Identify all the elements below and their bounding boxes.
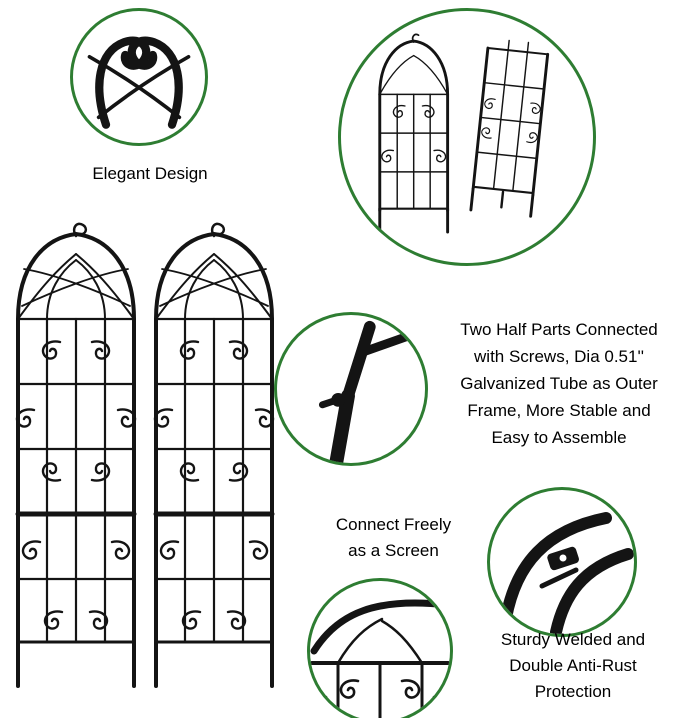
- elegant-design-callout-circle: [70, 8, 208, 146]
- trellis-pair-callout-circle: [338, 8, 596, 266]
- connect-freely-text: Connect Freely as a Screen: [335, 515, 452, 560]
- screw-knob: [331, 392, 346, 407]
- sturdy-welded-text: Sturdy Welded and Double Anti-Rust Prote…: [500, 630, 646, 701]
- screw-connection-callout-circle: [274, 312, 428, 466]
- arched-mini-trellis: [378, 33, 450, 234]
- trellis-pair-icon: [378, 33, 550, 234]
- screw-connection-text: Two Half Parts Connected with Screws, Di…: [460, 320, 658, 447]
- rectangular-mini-trellis: [469, 39, 550, 218]
- trellis-corner-detail-icon: [310, 599, 450, 718]
- main-trellis-product-image: [0, 218, 292, 690]
- elegant-design-label: Elegant Design: [92, 164, 208, 183]
- trellis-panel-right: [155, 224, 273, 686]
- tube-screw-joint-icon: [318, 320, 425, 463]
- trellis-panel-left: [17, 224, 135, 686]
- welded-hinge-joint-icon: [500, 512, 634, 634]
- scroll-ornament-detail-icon: [87, 36, 191, 129]
- corner-detail-callout-circle: [307, 578, 453, 718]
- hinge-screw: [559, 554, 567, 562]
- hinge-detail-callout-circle: [487, 487, 637, 637]
